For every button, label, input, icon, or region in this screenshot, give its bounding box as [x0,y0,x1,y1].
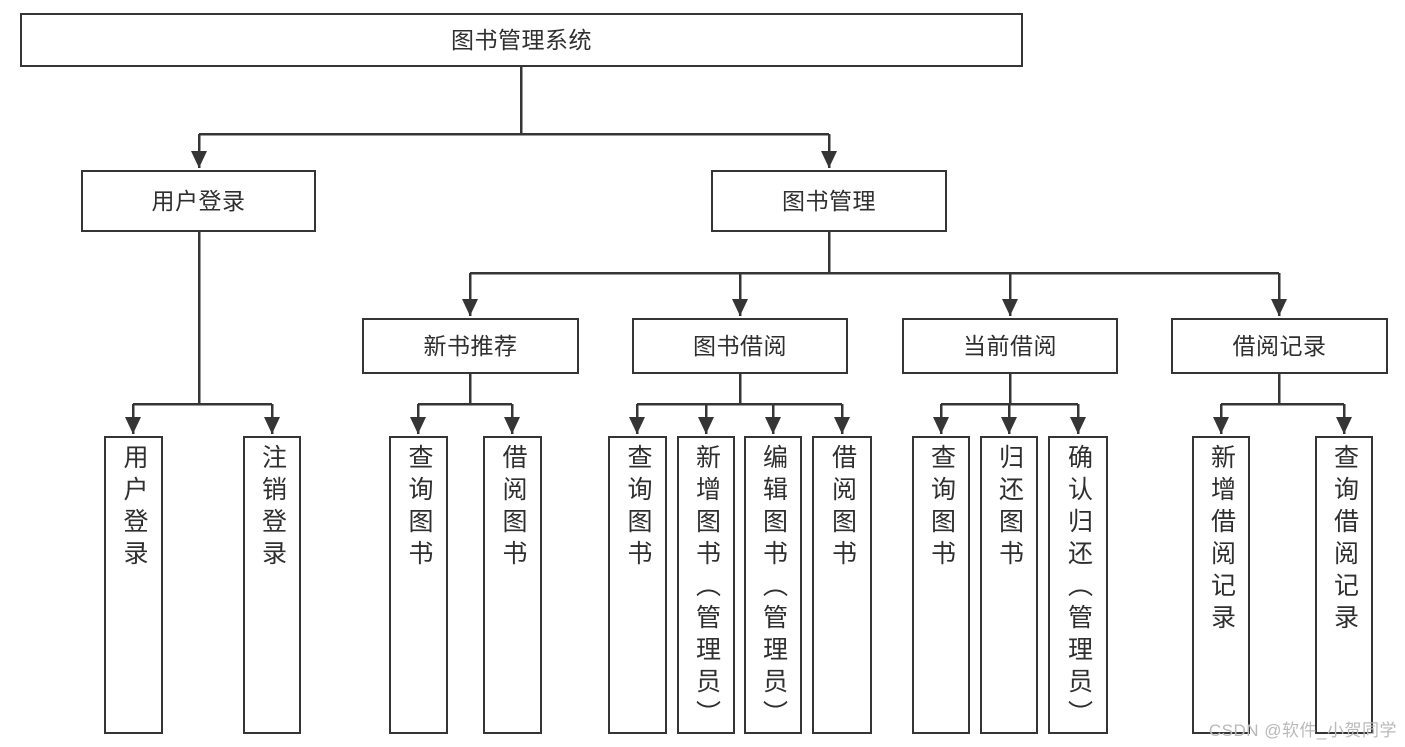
leaf-node-leaf-add-book[interactable]: 新增图书（管理员） [677,436,735,734]
node-label: 新书推荐 [423,332,518,359]
node-label: 当前借阅 [963,332,1057,359]
leaf-node-leaf-add-record[interactable]: 新增借阅记录 [1192,436,1250,734]
node-label: 用户登录 [151,187,246,214]
node-label: 新增图书（管理员） [692,444,721,732]
node-label: 图书管理系统 [451,26,592,53]
node-label: 借阅图书 [499,444,527,572]
leaf-node-leaf-confirm-return[interactable]: 确认归还（管理员） [1048,436,1108,734]
node-label: 查询图书 [405,444,433,572]
leaf-node-leaf-query-record[interactable]: 查询借阅记录 [1315,436,1373,734]
node-label: 确认归还（管理员） [1064,444,1093,732]
node-label: 归还图书 [995,444,1024,572]
leaf-node-leaf-return-book[interactable]: 归还图书 [980,436,1038,734]
leaf-node-leaf-query-book-1[interactable]: 查询图书 [389,436,448,734]
root-node-root[interactable]: 图书管理系统 [20,13,1023,67]
branch-node-current-borrow[interactable]: 当前借阅 [902,318,1118,374]
node-label: 借阅记录 [1232,332,1327,359]
node-label: 借阅图书 [828,444,857,572]
leaf-node-leaf-query-book-2[interactable]: 查询图书 [608,436,667,734]
leaf-node-leaf-logout[interactable]: 注销登录 [243,436,301,734]
node-label: 用户登录 [120,444,148,572]
branch-node-book-management[interactable]: 图书管理 [711,170,947,232]
watermark: CSDN @软件_小贺同学 [1208,721,1397,740]
leaf-node-leaf-query-book-3[interactable]: 查询图书 [912,436,970,734]
node-label: 查询图书 [927,444,956,572]
branch-node-book-borrow[interactable]: 图书借阅 [632,318,848,374]
node-label: 图书管理 [782,187,876,214]
leaf-node-leaf-borrow-book-2[interactable]: 借阅图书 [812,436,872,734]
leaf-node-leaf-edit-book[interactable]: 编辑图书（管理员） [744,436,802,734]
node-label: 注销登录 [258,444,287,572]
node-label: 编辑图书（管理员） [759,444,788,732]
branch-node-new-book-recommend[interactable]: 新书推荐 [362,318,579,374]
branch-node-borrow-record[interactable]: 借阅记录 [1171,318,1388,374]
node-label: 图书借阅 [693,332,787,359]
leaf-node-leaf-user-login[interactable]: 用户登录 [104,436,163,734]
leaf-node-leaf-borrow-book-1[interactable]: 借阅图书 [483,436,542,734]
node-label: 查询图书 [624,444,652,572]
branch-node-user-login[interactable]: 用户登录 [81,170,316,232]
node-label: 新增借阅记录 [1207,444,1236,636]
node-label: 查询借阅记录 [1330,444,1359,636]
